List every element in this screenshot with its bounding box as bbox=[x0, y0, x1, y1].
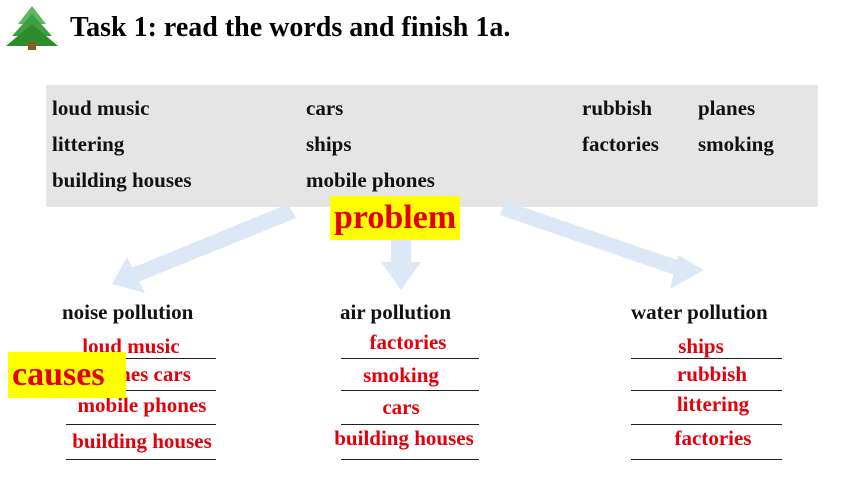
word-rubbish: rubbish bbox=[582, 96, 653, 120]
water-answer-2: rubbish bbox=[676, 362, 748, 386]
heading-air-pollution: air pollution bbox=[340, 300, 452, 324]
water-answer-4: factories bbox=[674, 426, 752, 450]
word-bank bbox=[46, 85, 818, 207]
problem-label: problem bbox=[330, 196, 461, 240]
causes-label: causes bbox=[8, 352, 126, 398]
answer-line bbox=[341, 424, 479, 425]
air-answer-1: factories bbox=[369, 330, 447, 354]
heading-noise-pollution: noise pollution bbox=[62, 300, 194, 324]
answer-line bbox=[631, 424, 782, 425]
word-mobile-phones: mobile phones bbox=[306, 168, 435, 192]
air-answer-3: cars bbox=[382, 395, 420, 419]
word-littering: littering bbox=[52, 132, 125, 156]
word-factories: factories bbox=[582, 132, 659, 156]
answer-line bbox=[341, 459, 479, 460]
word-loud-music: loud music bbox=[52, 96, 150, 120]
answer-line bbox=[631, 358, 782, 359]
word-planes: planes bbox=[698, 96, 756, 120]
word-cars: cars bbox=[306, 96, 344, 120]
arrow-down-icon bbox=[381, 235, 421, 290]
answer-line bbox=[66, 424, 216, 425]
heading-water-pollution: water pollution bbox=[631, 300, 768, 324]
word-building-houses: building houses bbox=[52, 168, 192, 192]
air-answer-4: building houses bbox=[334, 426, 474, 450]
answer-line bbox=[631, 459, 782, 460]
answer-line bbox=[66, 358, 216, 359]
word-smoking: smoking bbox=[698, 132, 774, 156]
tree-icon bbox=[6, 6, 58, 50]
answer-line bbox=[66, 459, 216, 460]
answer-line bbox=[341, 358, 479, 359]
noise-answer-4: building houses bbox=[72, 429, 212, 453]
water-answer-3: littering bbox=[676, 392, 750, 416]
answer-line bbox=[631, 390, 782, 391]
answer-line bbox=[341, 390, 479, 391]
word-ships: ships bbox=[306, 132, 352, 156]
answer-line bbox=[66, 390, 216, 391]
air-answer-2: smoking bbox=[363, 363, 439, 387]
arrow-right-icon bbox=[500, 201, 704, 289]
page-title: Task 1: read the words and finish 1a. bbox=[70, 12, 511, 43]
water-answer-1: ships bbox=[678, 334, 724, 358]
arrow-left-icon bbox=[112, 204, 296, 293]
